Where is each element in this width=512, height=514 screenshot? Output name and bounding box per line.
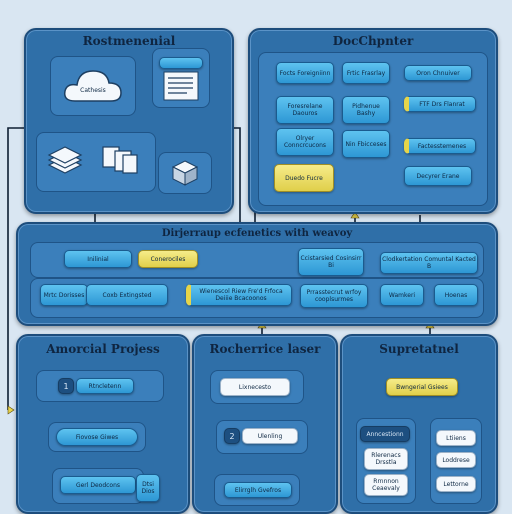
mid-node-9[interactable]: Wamkeri xyxy=(380,284,424,306)
bottom-right-panel: Supretatnel Bwngerial Gsiees Anncestionn… xyxy=(340,334,498,514)
doc-node-5[interactable]: Pidhenue Bashy xyxy=(342,96,390,124)
mid-node-5[interactable]: Mrtc Dorisses xyxy=(40,284,88,306)
bm-step-label[interactable]: Ulenling xyxy=(242,428,298,444)
list-card xyxy=(152,48,210,108)
stack-card xyxy=(36,132,156,192)
paper-stack-icon xyxy=(47,146,83,174)
mid-node-3[interactable]: Ccistarsied Cosinsirr Bi xyxy=(298,248,364,276)
br-top-node[interactable]: Bwngerial Gsiees xyxy=(386,378,458,396)
bm-node-1[interactable]: Lixnecesto xyxy=(220,378,290,396)
cloud-label: Cathesis xyxy=(80,87,106,94)
top-right-panel: DocChpnter Focts Foreigniinn Frtic Frasr… xyxy=(248,28,498,214)
bm-node-3[interactable]: Elirrglh Gvefros xyxy=(224,482,292,498)
mid-node-4[interactable]: Clodkertation Comuntal Kacted B xyxy=(380,252,478,274)
top-right-title: DocChpnter xyxy=(332,34,414,48)
bl-step-card xyxy=(36,370,164,402)
bottom-left-title: Amorcial Projess xyxy=(46,342,160,356)
bl-step-label[interactable]: Rtncletenn xyxy=(76,378,134,394)
bottom-right-title: Supretatnel xyxy=(379,342,459,356)
doc-node-1[interactable]: Focts Foreigniinn xyxy=(276,62,334,84)
br-left-1[interactable]: Anncestionn xyxy=(360,426,410,442)
bl-step-number: 1 xyxy=(58,378,74,394)
top-left-panel: Rostmenenial Cathesis xyxy=(24,28,234,214)
middle-panel: Dirjerraup ecfenetics with weavoy Inilin… xyxy=(16,222,498,326)
mid-node-6[interactable]: Coxb Extingsted xyxy=(86,284,168,306)
cube-icon xyxy=(171,160,199,186)
bl-node-2[interactable]: Fiovose Giwes xyxy=(56,428,138,446)
br-left-3[interactable]: Rrnnnon Ceaevaly xyxy=(364,474,408,496)
cube-card xyxy=(158,152,212,194)
bottom-mid-panel: Rocherrice laser Lixnecesto 2 Ulenling E… xyxy=(192,334,338,514)
bm-step-number: 2 xyxy=(224,428,240,444)
top-left-title: Rostmenenial xyxy=(82,34,176,48)
mid-node-7[interactable]: Wienescol Riew Fre'd Frfoca Deiiie Bcaco… xyxy=(186,284,292,306)
bottom-mid-title: Rocherrice laser xyxy=(209,342,321,356)
doc-node-10[interactable]: Duedo Fucre xyxy=(274,164,334,192)
documents-icon xyxy=(102,146,138,174)
mid-node-10[interactable]: Hoenas xyxy=(434,284,478,306)
br-right-2[interactable]: Loddrese xyxy=(436,452,476,468)
doc-node-4[interactable]: Foresrelane Daouros xyxy=(276,96,334,124)
doc-node-7[interactable]: Olryer Conncrcucons xyxy=(276,128,334,156)
br-right-3[interactable]: Lettorne xyxy=(436,476,476,492)
br-right-1[interactable]: Ltiiens xyxy=(436,430,476,446)
mid-node-1[interactable]: Inilinial xyxy=(64,250,132,268)
doc-node-6[interactable]: FTF Drs Flanrat xyxy=(404,96,476,112)
middle-title: Dirjerraup ecfenetics with weavoy xyxy=(161,228,353,239)
doc-node-2[interactable]: Frtic Frasrlay xyxy=(342,62,390,84)
bl-side-node[interactable]: Dtsi Dios xyxy=(136,474,160,502)
mid-node-8[interactable]: Prrasstecrut wrfoy cooplsurmes xyxy=(300,284,368,308)
mid-node-2[interactable]: Conerociles xyxy=(138,250,198,268)
doc-node-11[interactable]: Decyrer Erane xyxy=(404,166,472,186)
bl-node-3[interactable]: Gerl Deodcons xyxy=(60,476,136,494)
bottom-left-panel: Amorcial Projess 1 Rtncletenn Fiovose Gi… xyxy=(16,334,190,514)
doc-node-8[interactable]: Nin Fbicceses xyxy=(342,130,390,158)
br-left-2[interactable]: Rlerenacs Drsstla xyxy=(364,448,408,470)
doc-node-9[interactable]: Factesstemenes xyxy=(404,138,476,154)
list-document-icon xyxy=(163,71,199,101)
cloud-icon xyxy=(63,70,122,102)
list-header xyxy=(159,57,203,69)
doc-node-3[interactable]: Oron Chnuiver xyxy=(404,65,472,81)
cloud-card: Cathesis xyxy=(50,56,136,116)
